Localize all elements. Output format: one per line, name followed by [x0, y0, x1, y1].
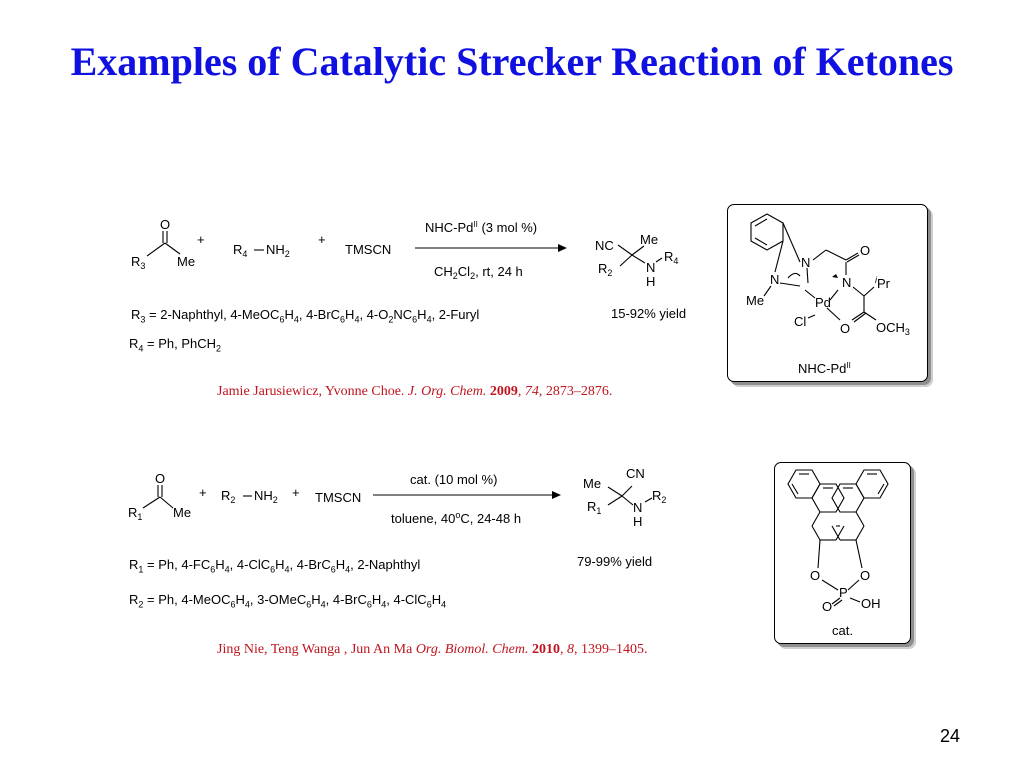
product1-n: N — [646, 260, 655, 275]
arrow2-conditions-top: cat. (10 mol %) — [410, 472, 497, 487]
nhc-o-ester: O — [840, 321, 850, 336]
product2-cn: CN — [626, 466, 645, 481]
citation-2-pages: , 1399–1405. — [573, 642, 648, 657]
product2-r1: R1 — [587, 499, 601, 516]
nhc-n-top: N — [801, 255, 810, 270]
nhc-o-top: O — [860, 243, 870, 258]
citation-1-journal: J. Org. Chem. — [407, 384, 487, 399]
amine-r4: R4 — [233, 242, 247, 259]
product2-h: H — [633, 514, 642, 529]
citation-2-year: 2010 — [531, 642, 560, 657]
nhc-pd-label: NHC-PdII — [798, 361, 851, 376]
amine-nh2: NH2 — [266, 242, 290, 259]
bpa-p: P — [839, 585, 848, 600]
bpa-o-double: O — [822, 599, 832, 614]
phosphoric-acid-catalyst-box — [774, 462, 911, 644]
reaction1-yield: 15-92% yield — [611, 306, 686, 321]
bpa-label: cat. — [832, 623, 853, 638]
nhc-ipr: iPr — [875, 275, 891, 291]
product1-r2: R2 — [598, 261, 612, 278]
bpa-oh: OH — [861, 596, 881, 611]
ketone1-r3: R3 — [131, 254, 145, 271]
product1-h: H — [646, 274, 655, 289]
ketone2-r1: R1 — [128, 505, 142, 522]
product2-me: Me — [583, 476, 601, 491]
product2-n: N — [633, 500, 642, 515]
product2-r2: R2 — [652, 488, 666, 505]
bpa-o-right: O — [860, 568, 870, 583]
slide-title: Examples of Catalytic Strecker Reaction … — [70, 39, 954, 84]
arrow1-conditions-top: NHC-PdII (3 mol %) — [425, 220, 537, 235]
citation-1-volume: 74 — [524, 384, 539, 399]
page-number: 24 — [940, 726, 961, 746]
bpa-o-left: O — [810, 568, 820, 583]
ketone1-me: Me — [177, 254, 195, 269]
plus-1b: + — [318, 232, 326, 247]
r3-substituents: R3 = 2-Naphthyl, 4-MeOC6H4, 4-BrC6H4, 4-… — [131, 307, 480, 325]
reagent-tmscn-1: TMSCN — [345, 242, 391, 257]
reagent-tmscn-2: TMSCN — [315, 490, 361, 505]
r2-substituents: R2 = Ph, 4-MeOC6H4, 3-OMeC6H4, 4-BrC6H4,… — [129, 592, 447, 610]
product1-r4: R4 — [664, 249, 678, 266]
ketone2-me: Me — [173, 505, 191, 520]
citation-2-authors: Jing Nie, Teng Wanga , Jun An Ma — [217, 642, 416, 657]
arrow1-conditions-bottom: CH2Cl2, rt, 24 h — [434, 264, 523, 281]
arrow-head-2 — [552, 491, 561, 499]
nhc-cl: Cl — [794, 314, 806, 329]
nhc-pd: Pd — [815, 295, 831, 310]
citation-2[interactable]: Jing Nie, Teng Wanga , Jun An Ma Org. Bi… — [217, 642, 648, 657]
nhc-n-left: N — [770, 272, 779, 287]
amine2-nh2: NH2 — [254, 488, 278, 505]
curved-arrow-head — [832, 274, 838, 278]
product1-nc: NC — [595, 238, 614, 253]
nhc-n-amide: N — [842, 275, 851, 290]
ketone1-oxygen: O — [160, 217, 170, 232]
plus-1a: + — [197, 232, 205, 247]
r1-substituents: R1 = Ph, 4-FC6H4, 4-ClC6H4, 4-BrC6H4, 2-… — [129, 557, 421, 575]
reaction2-yield: 79-99% yield — [577, 554, 652, 569]
nhc-och3: OCH3 — [876, 320, 910, 337]
r4-substituents: R4 = Ph, PhCH2 — [129, 336, 222, 354]
arrow2-conditions-bottom: toluene, 40oC, 24-48 h — [391, 510, 521, 526]
citation-1-pages: , 2873–2876. — [538, 384, 613, 399]
nhc-pd-catalyst-box — [727, 204, 928, 382]
citation-1[interactable]: Jamie Jarusiewicz, Yvonne Choe. J. Org. … — [217, 384, 613, 399]
ketone2-oxygen: O — [155, 471, 165, 486]
plus-2b: + — [292, 485, 300, 500]
plus-2a: + — [199, 485, 207, 500]
amine-r2: R2 — [221, 488, 235, 505]
product1-me: Me — [640, 232, 658, 247]
citation-1-year: 2009 — [489, 384, 518, 399]
citation-1-authors: Jamie Jarusiewicz, Yvonne Choe. — [217, 384, 408, 399]
citation-2-volume: 8 — [566, 642, 574, 657]
nhc-me: Me — [746, 293, 764, 308]
citation-2-journal: Org. Biomol. Chem. — [415, 642, 529, 657]
arrow-head-1 — [558, 244, 567, 252]
